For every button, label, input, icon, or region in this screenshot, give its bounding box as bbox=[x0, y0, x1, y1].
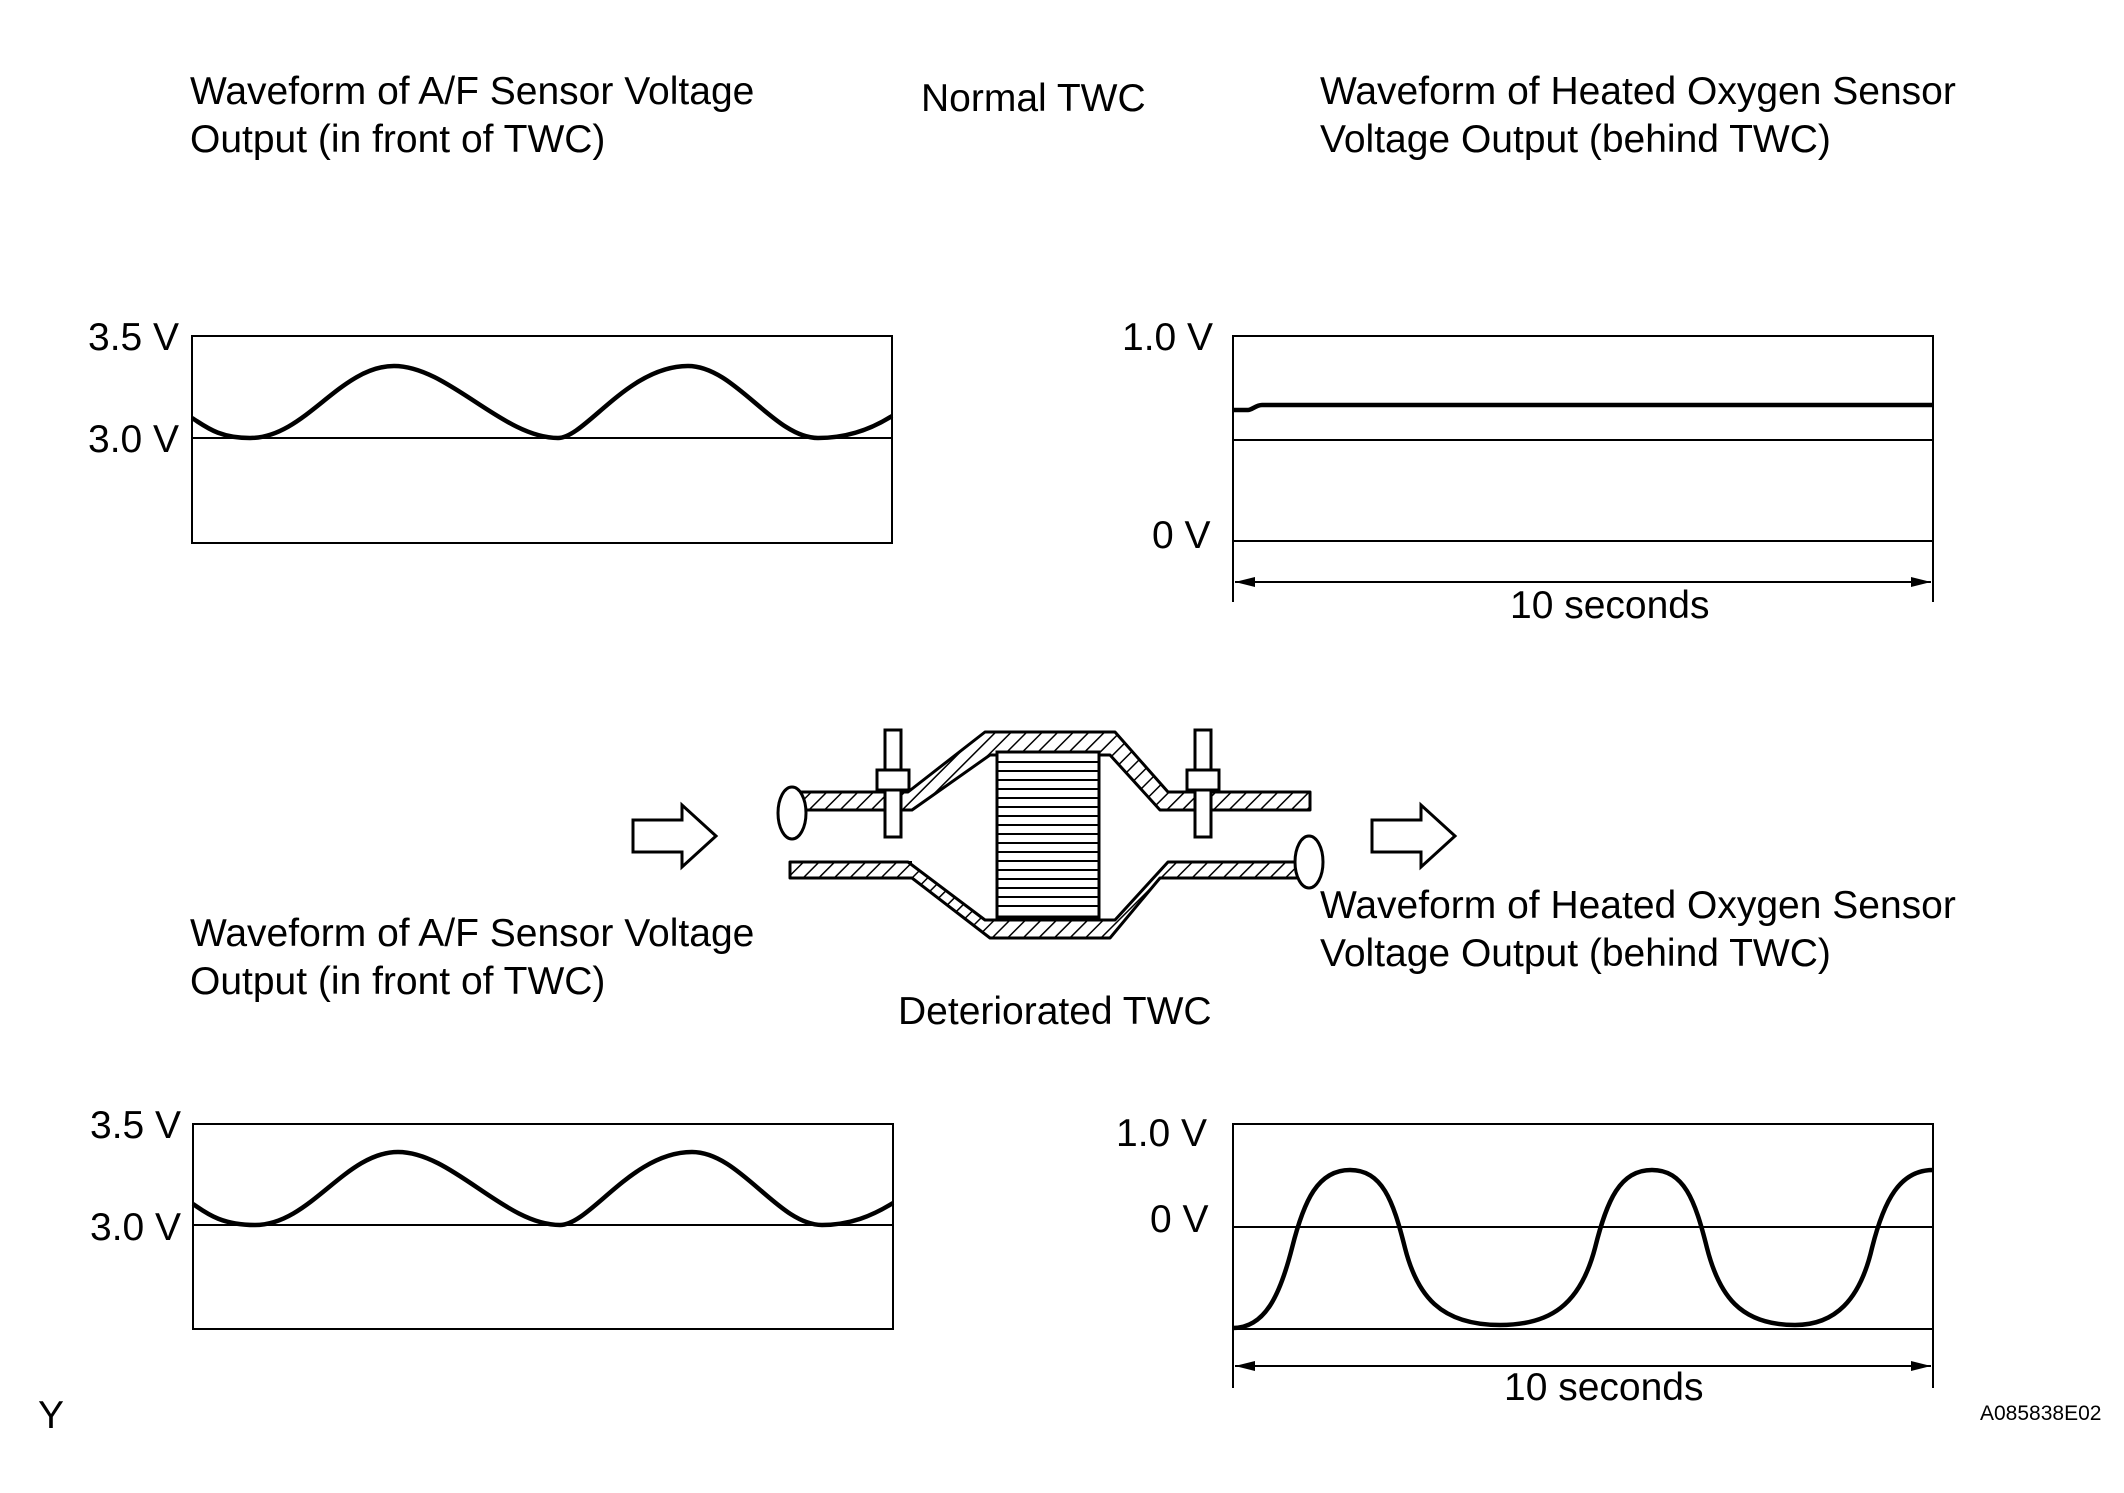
normal-af-chart bbox=[190, 335, 894, 544]
normal-af-title-line2: Output (in front of TWC) bbox=[190, 118, 606, 161]
af-sensor-icon bbox=[875, 728, 911, 839]
normal-af-axis-top: 3.5 V bbox=[88, 316, 180, 359]
det-af-axis-mid: 3.0 V bbox=[90, 1206, 182, 1249]
normal-ho2-chart bbox=[1232, 335, 1934, 602]
inflow-arrow-icon bbox=[631, 801, 719, 871]
normal-af-axis-mid: 3.0 V bbox=[88, 418, 180, 461]
det-twc-heading: Deteriorated TWC bbox=[898, 990, 1212, 1033]
det-ho2-waveform bbox=[1232, 1167, 1934, 1331]
normal-ho2-title-line1: Waveform of Heated Oxygen Sensor bbox=[1320, 70, 1956, 113]
normal-af-frame bbox=[191, 335, 893, 544]
ho2-sensor-icon bbox=[1185, 728, 1221, 839]
normal-af-title-line1: Waveform of A/F Sensor Voltage bbox=[190, 70, 755, 113]
normal-af-waveform bbox=[190, 363, 894, 441]
corner-letter: Y bbox=[38, 1394, 65, 1437]
det-af-title-line2: Output (in front of TWC) bbox=[190, 960, 606, 1003]
normal-time-span-label: 10 seconds bbox=[1510, 584, 1710, 627]
outflow-arrow-icon bbox=[1370, 801, 1458, 871]
det-af-frame bbox=[192, 1123, 894, 1330]
normal-ho2-axis-bottom: 0 V bbox=[1152, 514, 1211, 557]
normal-ho2-frame bbox=[1232, 335, 1934, 542]
twc-converter-icon bbox=[776, 728, 1325, 940]
det-ho2-axis-top: 1.0 V bbox=[1116, 1112, 1208, 1155]
det-af-waveform bbox=[191, 1149, 895, 1228]
det-af-chart bbox=[191, 1123, 895, 1330]
normal-twc-heading: Normal TWC bbox=[921, 77, 1146, 120]
det-ho2-title-line1: Waveform of Heated Oxygen Sensor bbox=[1320, 884, 1956, 927]
det-time-span-label: 10 seconds bbox=[1504, 1366, 1704, 1409]
normal-ho2-axis-top: 1.0 V bbox=[1122, 316, 1214, 359]
det-af-title-line1: Waveform of A/F Sensor Voltage bbox=[190, 912, 755, 955]
det-af-axis-top: 3.5 V bbox=[90, 1104, 182, 1147]
normal-ho2-waveform bbox=[1233, 402, 1933, 413]
figure-id: A085838E02 bbox=[1980, 1402, 2102, 1425]
det-ho2-chart bbox=[1232, 1123, 1934, 1388]
det-ho2-axis-mid: 0 V bbox=[1150, 1198, 1209, 1241]
normal-ho2-title-line2: Voltage Output (behind TWC) bbox=[1320, 118, 1831, 161]
det-ho2-title-line2: Voltage Output (behind TWC) bbox=[1320, 932, 1831, 975]
